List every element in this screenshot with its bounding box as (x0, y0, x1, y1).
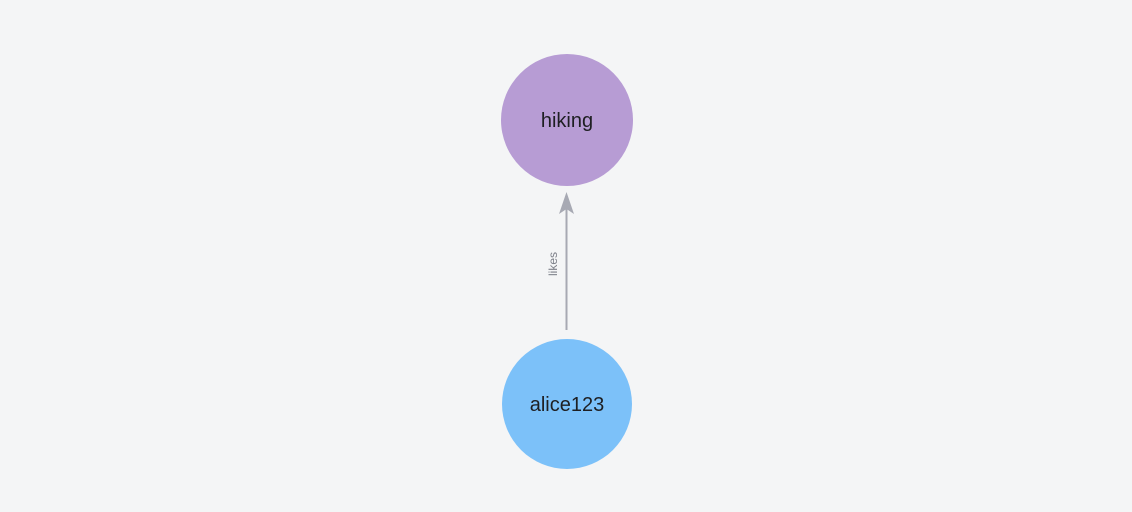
node-circle-alice123[interactable] (502, 339, 632, 469)
node-alice123: alice123 (502, 339, 632, 469)
edge-arrowhead-icon (559, 192, 574, 214)
node-circle-hiking[interactable] (501, 54, 633, 186)
node-hiking: hiking (501, 54, 633, 186)
